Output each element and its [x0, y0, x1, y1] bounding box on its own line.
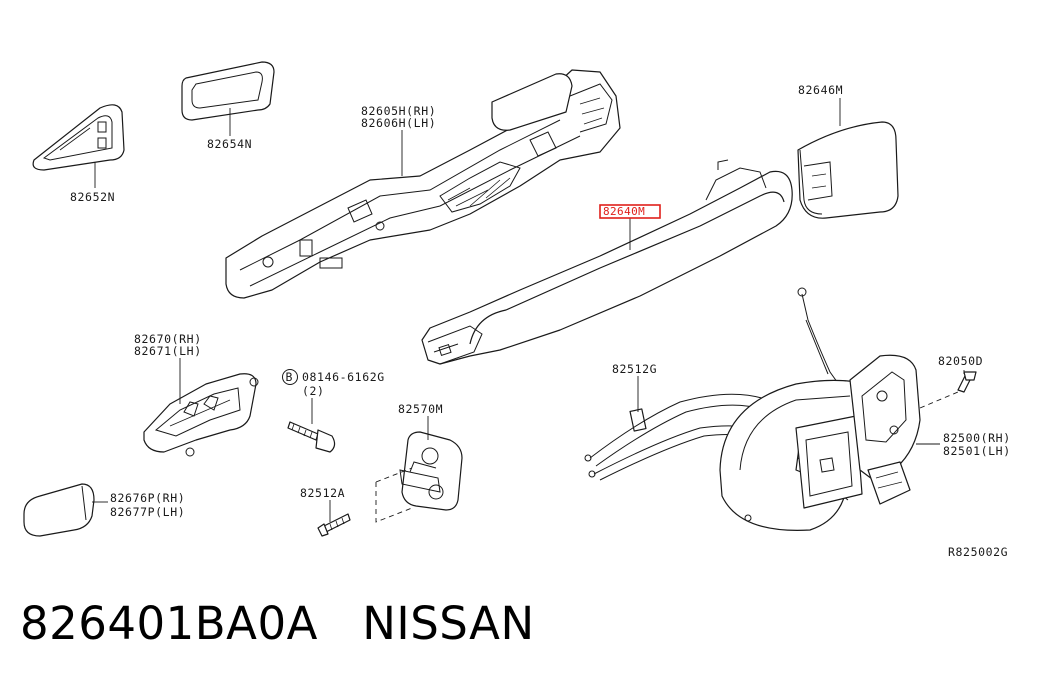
label-82652N: 82652N — [70, 190, 115, 204]
part-82676P-cap-drawing[interactable] — [23, 483, 95, 537]
highlight-box-82640M — [599, 204, 661, 219]
part-82670-inside-handle-drawing[interactable] — [143, 373, 259, 457]
label-82671: 82671(LH) — [134, 344, 202, 358]
label-82646M: 82646M — [798, 83, 843, 97]
part-bolt-drawing[interactable] — [287, 421, 336, 453]
label-82050D: 82050D — [938, 354, 983, 368]
part-82654N-drawing[interactable] — [181, 61, 275, 121]
part-82050D-screw-drawing[interactable] — [957, 371, 977, 393]
part-82500-lock-actuator-drawing[interactable] — [719, 354, 921, 531]
label-82606H: 82606H(LH) — [361, 116, 436, 130]
part-82570M-striker-drawing[interactable] — [399, 431, 463, 511]
label-82570M: 82570M — [398, 402, 443, 416]
label-82676P: 82676P(RH) — [110, 491, 185, 505]
label-82501: 82501(LH) — [943, 444, 1011, 458]
part-82646M-drawing[interactable] — [797, 121, 899, 219]
part-82512A-screw-drawing[interactable] — [317, 513, 351, 537]
label-82512G: 82512G — [612, 362, 657, 376]
screw-dashed-guide — [919, 391, 959, 409]
label-82512A: 82512A — [300, 486, 345, 500]
label-82670: 82670(RH) — [134, 332, 202, 346]
label-82500: 82500(RH) — [943, 431, 1011, 445]
diagram-reference-code: R825002G — [948, 545, 1008, 559]
bolt-marker: B — [282, 369, 298, 385]
label-82605H: 82605H(RH) — [361, 104, 436, 118]
label-82640M[interactable]: 82640M — [603, 205, 645, 218]
label-82654N: 82654N — [207, 137, 252, 151]
label-bolt-code: 08146-6162G — [302, 370, 385, 384]
label-82677P: 82677P(LH) — [110, 505, 185, 519]
part-number-caption: 826401BA0A NISSAN — [20, 597, 535, 650]
part-82512G-cable-clip-drawing[interactable] — [629, 408, 647, 432]
label-bolt-qty: (2) — [302, 384, 325, 398]
striker-dashed-guide — [375, 467, 413, 523]
part-82605H-bracket-drawing[interactable] — [225, 69, 621, 299]
part-82652N-drawing[interactable] — [32, 104, 125, 171]
part-82640M-handle-drawing[interactable] — [421, 159, 793, 365]
bolt-marker-letter: B — [286, 370, 294, 384]
